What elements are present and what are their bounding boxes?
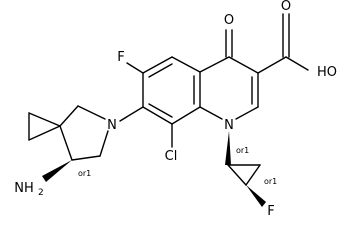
wedge-n-cyclopropyl-bond (225, 131, 231, 165)
bond-cooh-oh (285, 56, 309, 71)
bond-c2-n1 (235, 106, 259, 120)
label-fluorine-top: F (117, 50, 124, 65)
stereo-label-cyclopropyl-n: or1 (236, 146, 249, 155)
bond-spiro-camine (59, 125, 73, 161)
label-quinolone-nitrogen: N (224, 118, 234, 133)
bond-c7-n (119, 106, 144, 122)
label-amine: NH (14, 181, 34, 196)
bond-c5-c6 (142, 56, 173, 74)
bond-c7-c8-double (148, 103, 173, 118)
bond-c4a-c5 (171, 56, 201, 73)
bond-c8-c8a (171, 106, 201, 125)
quinolone-core-bonds (119, 13, 309, 148)
stereo-label-cyclopropyl-f: or1 (264, 177, 277, 186)
label-acid-hydroxyl: HO (317, 65, 337, 80)
bond-cp-c-cp-a (227, 164, 247, 186)
label-chlorine: Cl (165, 149, 178, 164)
molecule-structure-diagram: O O HO F N N Cl NH 2 F or1 or1 or1 (14, 0, 337, 219)
bond-c5-c6-double (148, 63, 173, 78)
label-carbonyl-oxygen: O (224, 13, 234, 28)
label-ring-nitrogen: N (107, 118, 117, 133)
bond-ch2-n-bottom (99, 130, 109, 157)
bond-n-ch2-top (77, 105, 106, 120)
bond-cp-b-cp-c (245, 164, 261, 186)
bond-c3-cooh (257, 56, 287, 74)
bond-camine-ch2 (71, 155, 101, 161)
label-acid-carbonyl-oxygen: O (281, 0, 291, 14)
bond-c4a-c4 (199, 56, 230, 73)
wedge-cyclopropyl-f-bond (246, 185, 266, 207)
bond-ch2-spiro-top (59, 105, 79, 127)
bond-n1-c8a (199, 106, 223, 120)
azaspiro-ring-bonds (28, 105, 109, 161)
cyclopropyl-bonds (227, 164, 261, 186)
label-fluorine-cyclopropyl: F (267, 204, 274, 219)
stereo-label-amine-center: or1 (78, 169, 91, 178)
bond-c7-c8 (142, 106, 173, 125)
stereo-labels: or1 or1 or1 (78, 146, 277, 186)
atom-labels: O O HO F N N Cl NH 2 F (14, 0, 337, 219)
bond-spiro-cp1 (28, 112, 61, 127)
bond-c4-c3 (228, 56, 259, 74)
wedge-amine-bond (42, 160, 72, 182)
label-amine-subscript: 2 (38, 188, 44, 198)
bond-cp2-spiro (28, 125, 61, 141)
bond-c6-f (126, 62, 144, 74)
